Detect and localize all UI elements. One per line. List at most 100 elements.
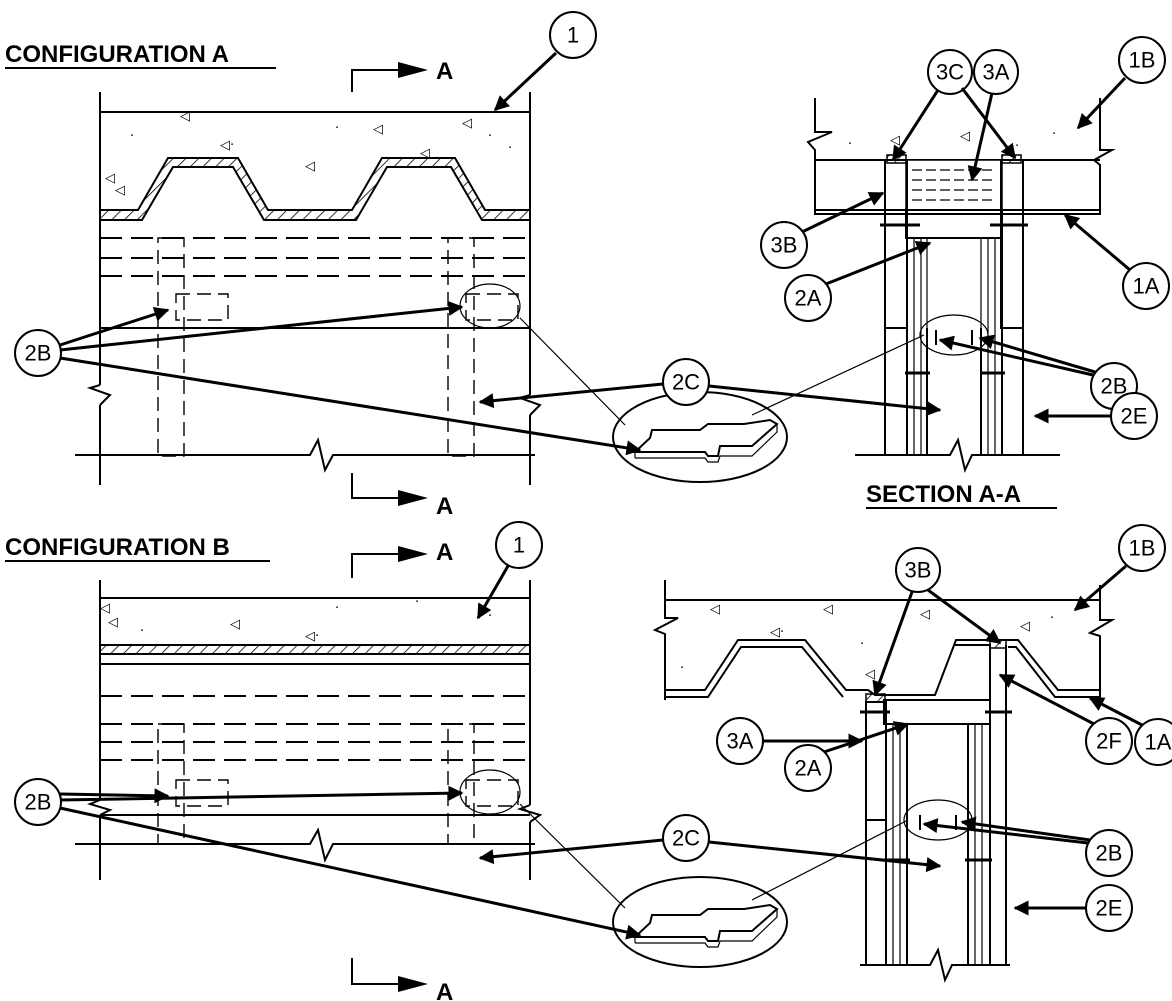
section-a-a-title: SECTION A-A xyxy=(866,481,1021,508)
svg-text:◁: ◁ xyxy=(865,667,875,682)
callout-1a-b: 1A xyxy=(1088,696,1172,766)
svg-text:·: · xyxy=(140,624,144,639)
svg-text:◁: ◁ xyxy=(305,159,315,174)
svg-text:·: · xyxy=(1015,139,1019,154)
svg-text:2C: 2C xyxy=(672,826,700,851)
floor-line xyxy=(75,437,535,473)
callout-1b-b: 1B xyxy=(1073,524,1166,612)
section-a-a-config-a: · ◁ · · ◁ xyxy=(751,36,1170,509)
svg-text:3A: 3A xyxy=(983,60,1010,85)
svg-text:3C: 3C xyxy=(936,60,964,85)
callout-2c-b: 2C xyxy=(478,814,942,873)
callout-1-a: 1 xyxy=(493,11,597,112)
callout-3c: 3C xyxy=(891,49,1017,162)
configuration-b-title: CONFIGURATION B xyxy=(5,534,230,561)
callout-2b-b: 2B xyxy=(14,778,642,940)
svg-text:1A: 1A xyxy=(1133,274,1160,299)
callout-3b-b: 3B xyxy=(872,547,1002,697)
svg-text:◁: ◁ xyxy=(1020,619,1030,634)
svg-text:A: A xyxy=(436,979,453,1001)
callout-1b: 1B xyxy=(1076,36,1166,130)
section-cut-marker-top-b: A xyxy=(351,539,453,578)
callout-2f: 2F xyxy=(998,673,1133,765)
svg-text:2A: 2A xyxy=(795,286,822,311)
svg-text:2E: 2E xyxy=(1096,896,1123,921)
section-a-a-config-b: ◁◁◁ ◁·◁· ◁·· xyxy=(652,524,1172,984)
callout-2b-section-b: 2B xyxy=(922,816,1133,877)
svg-text:2B: 2B xyxy=(25,790,52,815)
svg-text:·: · xyxy=(488,609,492,624)
svg-text:◁: ◁ xyxy=(823,602,833,617)
svg-text:1A: 1A xyxy=(1145,730,1172,755)
svg-text:2F: 2F xyxy=(1096,729,1122,754)
svg-text:·: · xyxy=(1050,611,1054,626)
callout-3a-b: 3A xyxy=(716,717,864,765)
configuration-a-title: CONFIGURATION A xyxy=(5,41,229,68)
callout-2e-a: 2E xyxy=(1033,392,1158,440)
svg-text:2E: 2E xyxy=(1121,404,1148,429)
svg-text:2A: 2A xyxy=(795,756,822,781)
gypsum-board-left xyxy=(884,159,908,329)
svg-text:2B: 2B xyxy=(1096,841,1123,866)
svg-text:◁·: ◁· xyxy=(305,629,319,644)
svg-text:2B: 2B xyxy=(1101,374,1128,399)
svg-text:·: · xyxy=(415,595,419,610)
svg-text:A: A xyxy=(436,539,453,566)
svg-text:◁: ◁ xyxy=(115,183,125,198)
svg-text:◁: ◁ xyxy=(462,116,472,131)
steel-deck-b xyxy=(99,644,531,655)
configuration-b-elevation: CONFIGURATION B A ◁◁◁ ◁··· ·· xyxy=(5,521,942,1001)
svg-text:◁: ◁ xyxy=(960,129,970,144)
svg-text:◁: ◁ xyxy=(920,607,930,622)
svg-text:1: 1 xyxy=(513,533,525,558)
callout-1a: 1A xyxy=(1063,213,1170,310)
steel-deck-a xyxy=(99,157,531,221)
svg-text:3A: 3A xyxy=(727,729,754,754)
svg-text:◁: ◁ xyxy=(105,171,115,186)
deflection-angle xyxy=(940,644,991,701)
svg-text:◁: ◁ xyxy=(420,146,430,161)
svg-text:2B: 2B xyxy=(25,341,52,366)
svg-text:·: · xyxy=(335,121,339,136)
svg-text:◁: ◁ xyxy=(710,602,720,617)
section-cut-marker-top-a: A xyxy=(351,58,453,92)
gypsum-board-right xyxy=(1000,159,1024,329)
svg-text:·: · xyxy=(130,129,134,144)
callout-2a-b: 2A xyxy=(784,721,910,792)
svg-text:A: A xyxy=(436,493,453,520)
svg-text:·: · xyxy=(1052,127,1056,142)
clip-detail-a xyxy=(612,391,788,483)
section-cut-marker-bottom-b: A xyxy=(351,958,453,1001)
svg-text:1B: 1B xyxy=(1129,48,1156,73)
svg-text:2C: 2C xyxy=(672,370,700,395)
svg-text:·: · xyxy=(680,661,684,676)
svg-text:◁: ◁ xyxy=(890,133,900,148)
stud-left xyxy=(157,237,185,457)
callout-1-b: 1 xyxy=(476,521,543,620)
callout-3b: 3B xyxy=(760,191,885,269)
section-cut-marker-bottom-a: A xyxy=(351,473,453,520)
svg-text:◁·: ◁· xyxy=(220,138,234,153)
clip-right xyxy=(465,293,519,321)
concrete-aggregate: ◁◁◁ ◁·◁◁ ◁◁· ··· xyxy=(105,109,512,198)
svg-text:·: · xyxy=(508,141,512,156)
svg-text:◁: ◁ xyxy=(108,615,118,630)
svg-text:◁·: ◁· xyxy=(770,625,784,640)
svg-text:1B: 1B xyxy=(1129,536,1156,561)
callout-2e-b: 2E xyxy=(1013,884,1133,932)
callout-2b-section-a: 2B xyxy=(938,334,1138,410)
svg-text:·: · xyxy=(335,601,339,616)
svg-text:◁: ◁ xyxy=(230,617,240,632)
callout-2a: 2A xyxy=(784,240,932,322)
svg-text:◁: ◁ xyxy=(100,601,110,616)
cut-mark-label: A xyxy=(436,58,453,85)
svg-text:·: · xyxy=(488,129,492,144)
svg-text:3B: 3B xyxy=(771,233,798,258)
svg-text:◁: ◁ xyxy=(180,109,190,124)
mineral-wool xyxy=(905,159,1003,211)
svg-text:3B: 3B xyxy=(905,558,932,583)
svg-text:◁: ◁ xyxy=(373,122,383,137)
configuration-a-elevation: CONFIGURATION A A ◁◁◁ ◁·◁◁ ◁◁· ··· xyxy=(5,11,942,520)
svg-text:·: · xyxy=(848,137,852,152)
